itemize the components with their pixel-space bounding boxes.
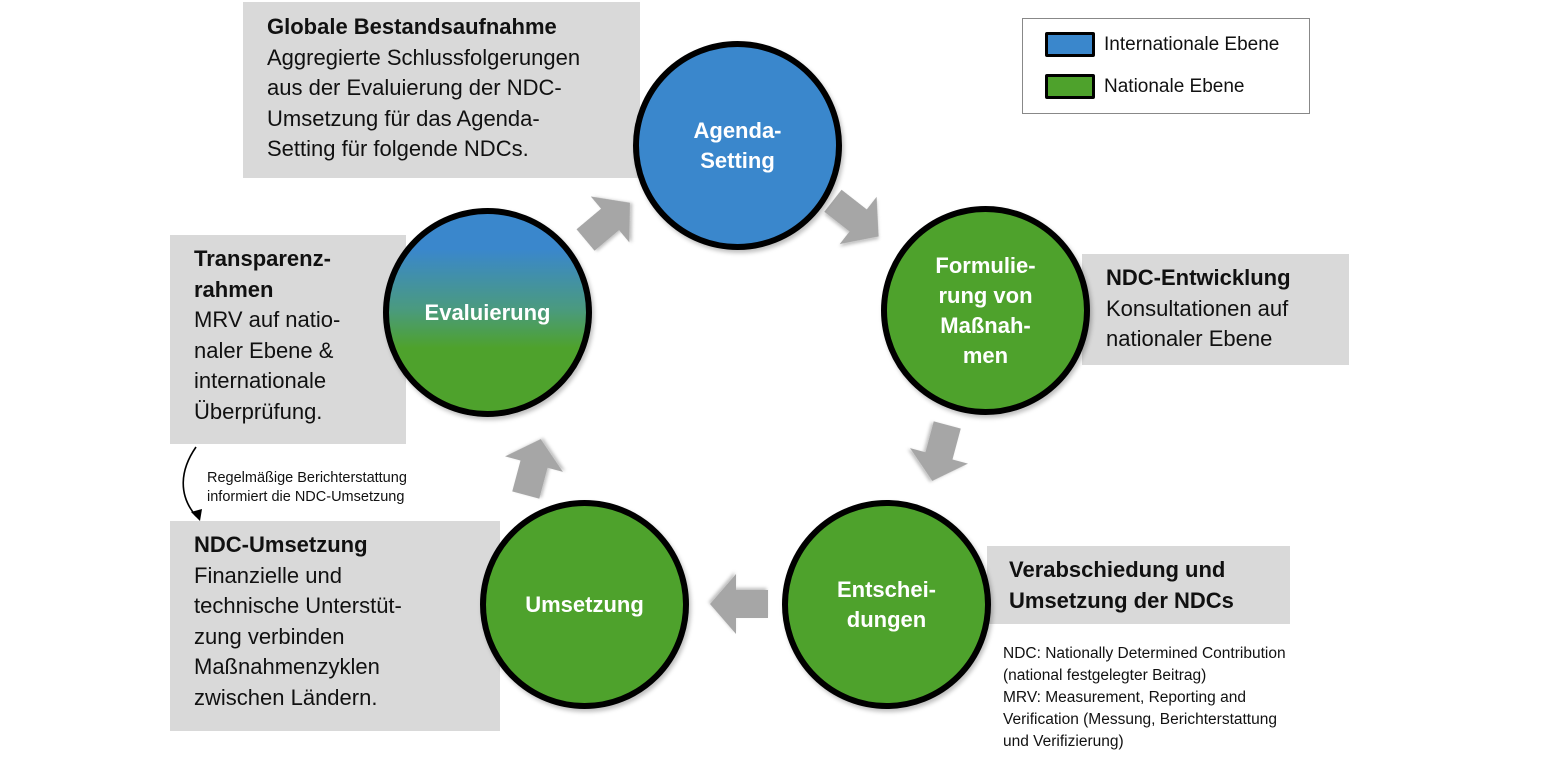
- stage-decisions: Entschei- dungen: [782, 500, 991, 709]
- reporting-note: Regelmäßige Berichterstattung informiert…: [207, 470, 407, 505]
- stage-decisions-label: Entschei- dungen: [836, 576, 937, 632]
- ndc-implementation-box: NDC-Umsetzung Finanzielle und technische…: [170, 521, 500, 731]
- legend: Internationale Ebene Nationale Ebene: [1022, 18, 1310, 114]
- legend-item-international: Internationale Ebene: [1045, 32, 1279, 57]
- arrow-formulation-to-decision: [903, 417, 977, 489]
- legend-swatch-blue: [1045, 32, 1095, 57]
- stage-formulation-label: Formulie- rung von Maßnah- men: [935, 252, 1036, 368]
- abbreviation-footnote: NDC: Nationally Determined Contribution …: [1003, 645, 1286, 750]
- ndc-development-title: NDC-Entwicklung: [1106, 265, 1291, 290]
- reporting-arrowhead-icon: [191, 509, 202, 521]
- transparency-title: Transparenz- rahmen: [194, 246, 331, 302]
- transparency-body: MRV auf natio- naler Ebene & internation…: [194, 307, 341, 424]
- transparency-framework-box: Transparenz- rahmen MRV auf natio- naler…: [170, 235, 406, 444]
- stage-formulation: Formulie- rung von Maßnah- men: [881, 206, 1090, 415]
- ndc-development-body: Konsultationen auf nationaler Ebene: [1106, 295, 1289, 352]
- arrow-decision-to-implementation: [710, 574, 768, 634]
- global-stocktake-box: Globale Bestandsaufnahme Aggregierte Sch…: [243, 2, 640, 178]
- arrow-evaluation-to-agenda: [566, 179, 650, 263]
- adoption-title: Verabschiedung und Umsetzung der NDCs: [1009, 557, 1234, 613]
- global-stocktake-title: Globale Bestandsaufnahme: [267, 14, 557, 39]
- legend-swatch-green: [1045, 74, 1095, 99]
- adoption-box: Verabschiedung und Umsetzung der NDCs: [987, 546, 1290, 624]
- ndc-implementation-body: Finanzielle und technische Unterstüt- zu…: [194, 562, 402, 710]
- reporting-curve-arrow: [182, 446, 197, 517]
- stage-implementation-label: Umsetzung: [525, 591, 644, 617]
- legend-label-national: Nationale Ebene: [1104, 75, 1245, 97]
- ndc-development-box: NDC-Entwicklung Konsultationen auf natio…: [1082, 254, 1349, 365]
- stage-agenda-setting-label: Agenda- Setting: [693, 117, 782, 173]
- legend-label-international: Internationale Ebene: [1104, 33, 1280, 55]
- global-stocktake-body: Aggregierte Schlussfolgerungen aus der E…: [267, 44, 581, 162]
- ndc-implementation-title: NDC-Umsetzung: [194, 532, 368, 557]
- stage-agenda-setting: Agenda- Setting: [633, 41, 842, 250]
- stage-implementation: Umsetzung: [480, 500, 689, 709]
- arrow-implementation-to-evaluation: [496, 431, 570, 503]
- stage-evaluation: Evaluierung: [383, 208, 592, 417]
- legend-item-national: Nationale Ebene: [1045, 74, 1245, 99]
- stage-evaluation-label: Evaluierung: [424, 299, 551, 325]
